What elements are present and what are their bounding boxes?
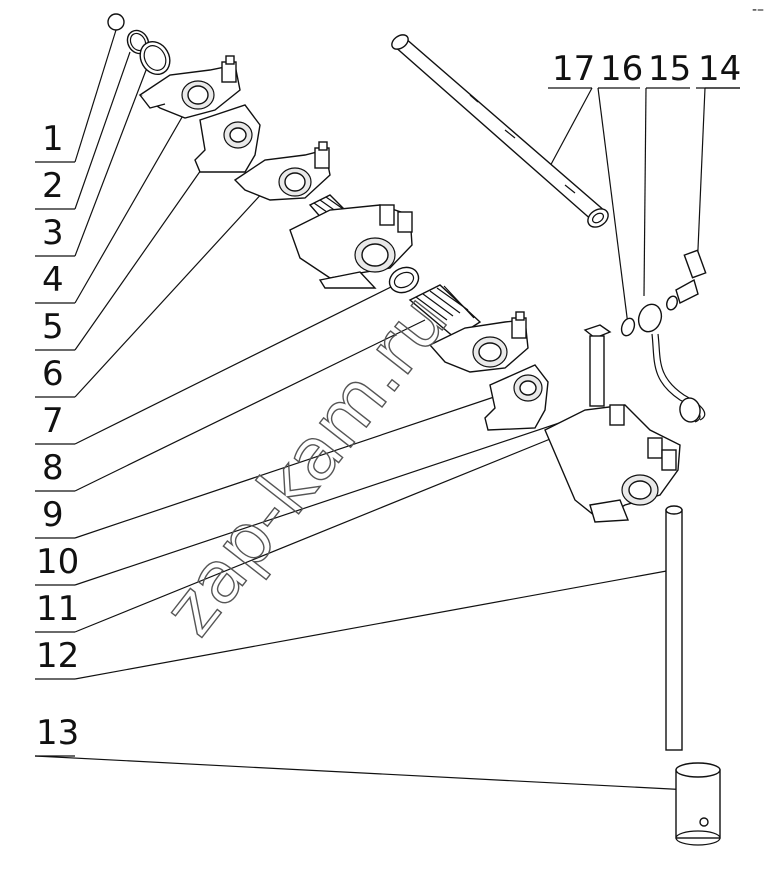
- callout-label-17: 17: [552, 49, 595, 89]
- part-rocker-pair-center: [289, 204, 413, 289]
- callout-label-11: 11: [36, 589, 79, 629]
- callout-label-2: 2: [42, 166, 64, 206]
- callout-label-3: 3: [42, 213, 64, 253]
- part-16-washer: [620, 295, 678, 337]
- leader-lines: [34, 29, 740, 791]
- part-3-washer: [139, 40, 171, 76]
- part-11-rocker-pair: [544, 404, 681, 523]
- callout-label-14: 14: [698, 49, 741, 89]
- part-13-tappet: [675, 762, 721, 846]
- part-10-bolt: [583, 324, 612, 407]
- part-17-rocker-shaft: [391, 34, 609, 228]
- callout-label-6: 6: [42, 354, 64, 394]
- part-5-rocker-arm: [233, 141, 331, 201]
- callout-label-5: 5: [42, 307, 64, 347]
- part-rocker-arm-1: [138, 55, 241, 119]
- part-9-bracket: [484, 364, 549, 431]
- corner-mark: -–: [752, 2, 764, 18]
- part-8-rocker-arm: [428, 311, 529, 373]
- part-14-banjo-bolt: [675, 249, 707, 304]
- part-1-ball: [107, 13, 125, 31]
- callout-label-15: 15: [648, 49, 691, 89]
- callout-label-10: 10: [36, 542, 79, 582]
- part-6-washer: [388, 266, 420, 294]
- callout-label-12: 12: [36, 636, 79, 676]
- left-labels: 1 2 3 4 5 6 7 8 9 10 11 12 13: [35, 119, 79, 757]
- part-7-spring: [408, 284, 482, 339]
- part-15-oil-pipe: [637, 303, 706, 423]
- callout-label-13: 13: [36, 713, 79, 753]
- watermark: zap-kam.ru: [147, 278, 463, 650]
- callout-label-7: 7: [42, 401, 64, 441]
- part-12-push-rod: [665, 505, 683, 751]
- callout-label-16: 16: [600, 49, 643, 89]
- callout-label-8: 8: [42, 448, 64, 488]
- callout-label-4: 4: [42, 260, 64, 300]
- top-labels: 17 16 15 14: [548, 49, 741, 89]
- callout-label-1: 1: [42, 119, 64, 159]
- callout-label-9: 9: [42, 495, 64, 535]
- part-4-bracket: [194, 104, 261, 173]
